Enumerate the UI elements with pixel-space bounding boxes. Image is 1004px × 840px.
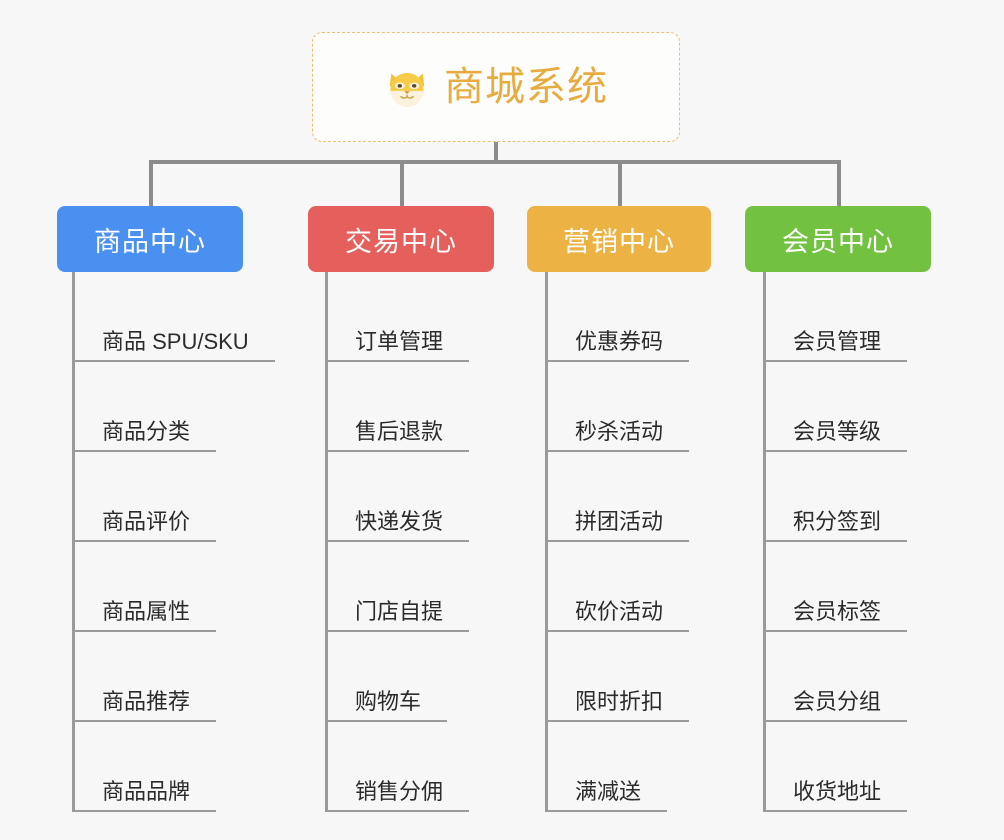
leaf-label: 购物车 [355, 688, 422, 714]
leaf-label: 会员标签 [793, 598, 882, 624]
leaf-item[interactable]: 门店自提 [325, 542, 470, 632]
root-node[interactable]: 商城系统 [312, 32, 680, 142]
leaf-label: 砍价活动 [575, 598, 664, 624]
leaf-label: 秒杀活动 [575, 418, 664, 444]
leaf-label: 订单管理 [355, 328, 444, 354]
leaf-item[interactable]: 秒杀活动 [545, 362, 690, 452]
leaf-label: 限时折扣 [575, 688, 664, 714]
leaf-label: 门店自提 [355, 598, 444, 624]
leaf-label: 会员分组 [793, 688, 882, 714]
leaf-item[interactable]: 积分签到 [763, 452, 908, 542]
leaf-spine [545, 272, 548, 812]
leaf-item[interactable]: 商品推荐 [72, 632, 217, 722]
connector-bus-bar [149, 160, 841, 164]
leaf-label: 商品评价 [102, 508, 191, 534]
leaf-label: 优惠券码 [575, 328, 664, 354]
connector-drop-3 [618, 160, 622, 208]
leaf-item[interactable]: 售后退款 [325, 362, 470, 452]
leaf-label: 拼团活动 [575, 508, 664, 534]
category-header-0[interactable]: 商品中心 [57, 206, 243, 272]
connector-drop-4 [837, 160, 841, 208]
leaf-label: 商品分类 [102, 418, 191, 444]
leaf-item[interactable]: 商品属性 [72, 542, 217, 632]
leaf-label: 商品推荐 [102, 688, 191, 714]
leaf-spine [325, 272, 328, 812]
leaf-item[interactable]: 快递发货 [325, 452, 470, 542]
leaf-item[interactable]: 优惠券码 [545, 272, 690, 362]
leaf-label: 收货地址 [793, 778, 882, 804]
leaf-label: 售后退款 [355, 418, 444, 444]
connector-root-stem [494, 142, 498, 164]
leaf-item[interactable]: 购物车 [325, 632, 448, 722]
leaf-label: 会员管理 [793, 328, 882, 354]
leaf-spine [72, 272, 75, 812]
leaf-item[interactable]: 商品品牌 [72, 722, 217, 812]
leaf-item[interactable]: 拼团活动 [545, 452, 690, 542]
leaf-label: 商品属性 [102, 598, 191, 624]
leaf-item[interactable]: 订单管理 [325, 272, 470, 362]
category-header-2[interactable]: 营销中心 [527, 206, 711, 272]
leaf-label: 快递发货 [355, 508, 444, 534]
leaf-item[interactable]: 商品评价 [72, 452, 217, 542]
shiba-dog-face-icon [384, 65, 430, 111]
category-label: 交易中心 [345, 226, 457, 257]
leaf-item[interactable]: 商品分类 [72, 362, 217, 452]
leaf-item[interactable]: 商品 SPU/SKU [72, 272, 275, 362]
connector-drop-1 [149, 160, 153, 208]
connector-drop-2 [400, 160, 404, 208]
category-label: 商品中心 [94, 226, 206, 257]
leaf-item[interactable]: 会员分组 [763, 632, 908, 722]
leaf-item[interactable]: 销售分佣 [325, 722, 470, 812]
leaf-item[interactable]: 满减送 [545, 722, 668, 812]
category-label: 会员中心 [782, 226, 894, 257]
root-title: 商城系统 [444, 65, 608, 109]
category-label: 营销中心 [563, 226, 675, 257]
leaf-label: 商品品牌 [102, 778, 191, 804]
leaf-spine [763, 272, 766, 812]
leaf-item[interactable]: 会员等级 [763, 362, 908, 452]
leaf-item[interactable]: 会员标签 [763, 542, 908, 632]
leaf-label: 会员等级 [793, 418, 882, 444]
leaf-item[interactable]: 砍价活动 [545, 542, 690, 632]
leaf-item[interactable]: 限时折扣 [545, 632, 690, 722]
leaf-label: 商品 SPU/SKU [102, 328, 249, 354]
leaf-label: 积分签到 [793, 508, 882, 534]
category-header-3[interactable]: 会员中心 [745, 206, 931, 272]
category-header-1[interactable]: 交易中心 [308, 206, 494, 272]
leaf-item[interactable]: 会员管理 [763, 272, 908, 362]
leaf-item[interactable]: 收货地址 [763, 722, 908, 812]
leaf-label: 销售分佣 [355, 778, 444, 804]
leaf-label: 满减送 [575, 778, 642, 804]
